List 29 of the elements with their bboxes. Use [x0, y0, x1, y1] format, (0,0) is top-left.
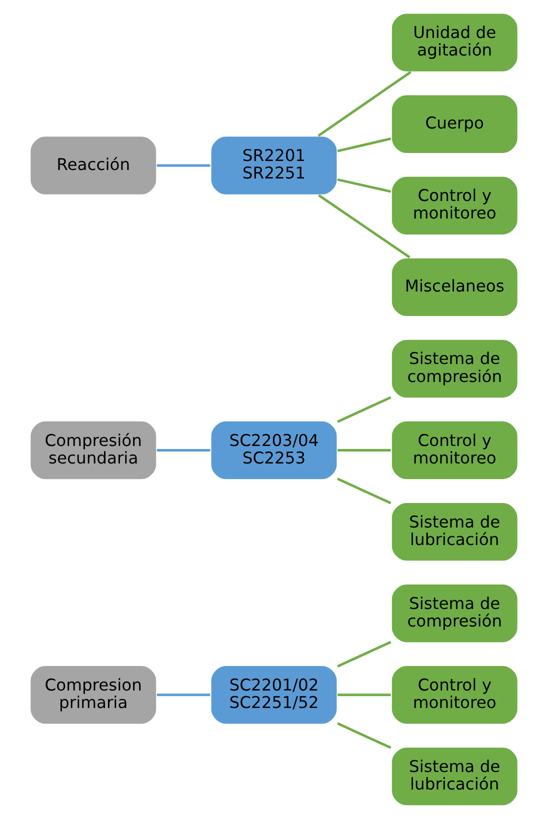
connector [336, 640, 391, 668]
connector [337, 449, 390, 452]
node-box: Control y monitoreo [390, 664, 518, 725]
node-box: SC2203/04 SC2253 [210, 420, 338, 480]
connector [336, 396, 391, 423]
node-box: Cuerpo [390, 94, 518, 154]
connector [156, 164, 210, 167]
connector [336, 137, 391, 152]
node-box: Miscelaneos [390, 257, 518, 318]
node-box: Compresion primaria [28, 664, 157, 725]
node-box: Control y monitoreo [390, 176, 518, 236]
connector [336, 178, 391, 193]
node-box: Unidad de agitación [390, 12, 518, 73]
node-box: Control y monitoreo [390, 420, 518, 480]
connector [156, 449, 210, 452]
connector [318, 194, 410, 258]
node-box: Sistema de lubricación [390, 502, 518, 562]
node-box: Sistema de compresión [390, 583, 518, 644]
connector [317, 71, 411, 137]
node-box: Reacción [28, 135, 157, 196]
connector [336, 478, 391, 504]
node-box: Sistema de compresión [390, 338, 518, 399]
connector [337, 694, 390, 696]
connector [156, 694, 210, 696]
node-box: SC2201/02 SC2251/52 [210, 664, 338, 725]
node-box: Sistema de lubricación [390, 746, 518, 807]
connector [336, 722, 391, 749]
node-box: Compresión secundaria [28, 420, 157, 480]
node-box: SR2201 SR2251 [210, 135, 338, 196]
